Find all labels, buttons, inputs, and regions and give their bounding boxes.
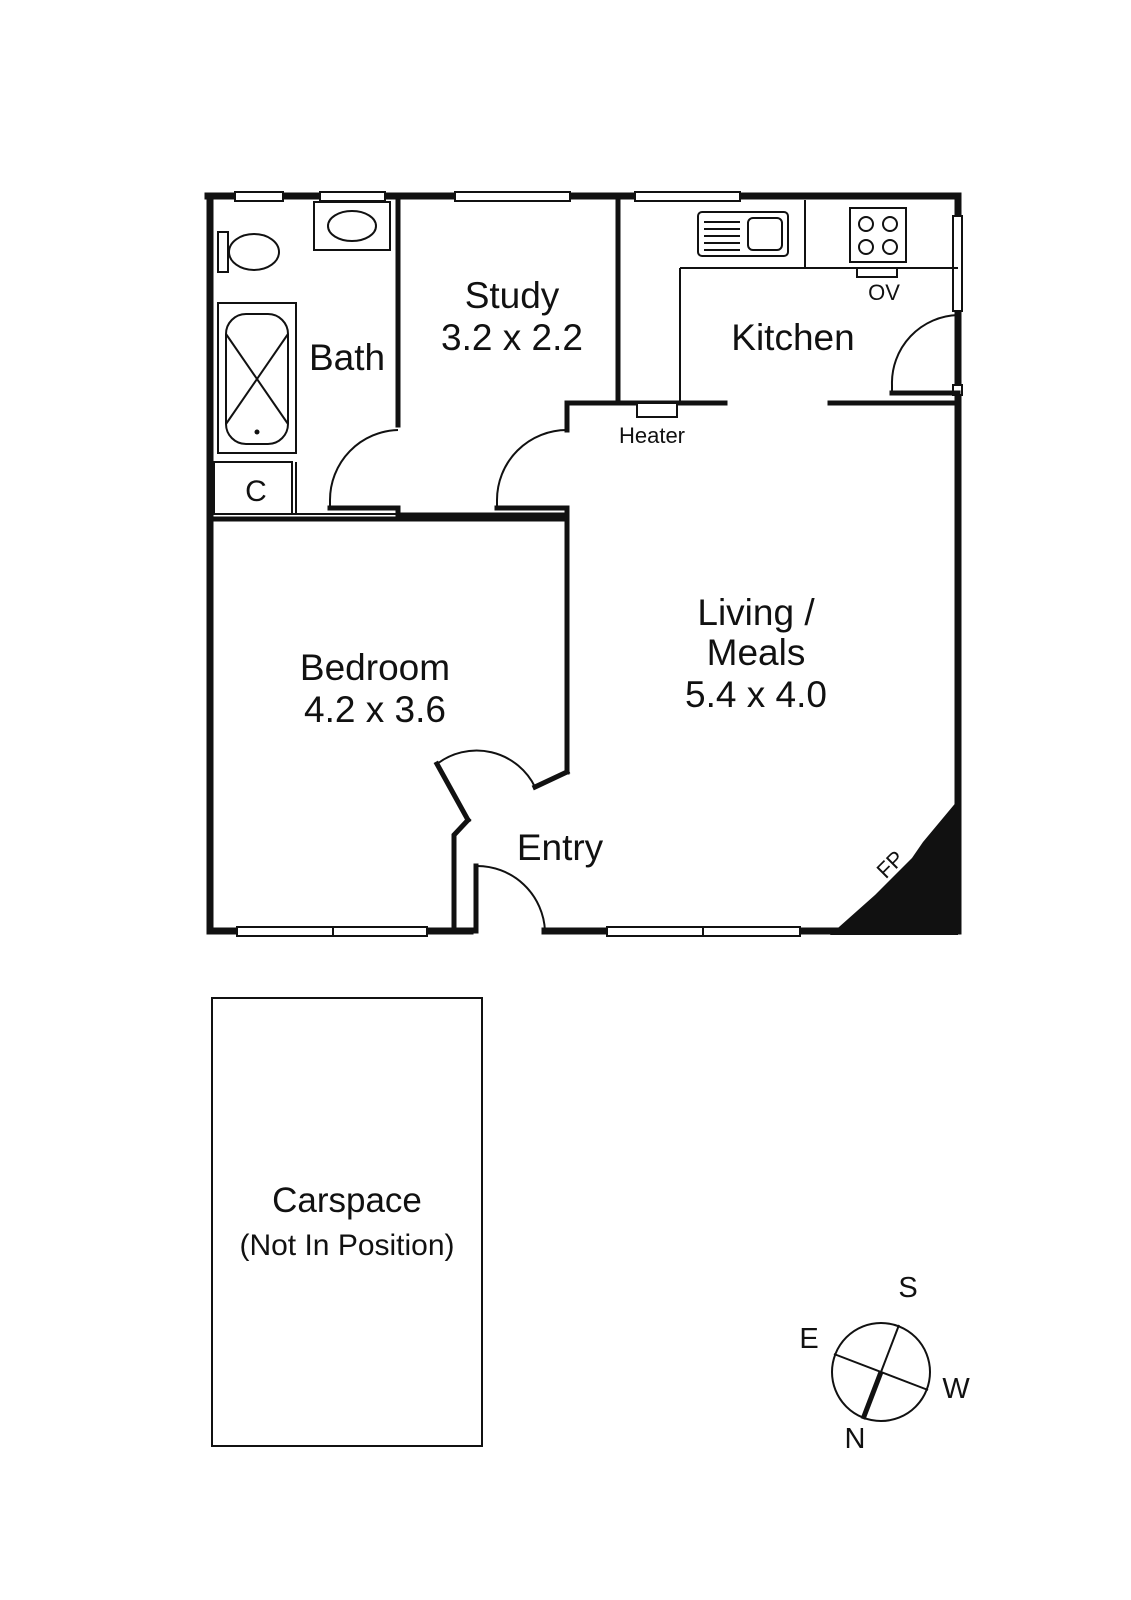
- compass-east-west-axis: [833, 1353, 929, 1391]
- doors: [327, 314, 961, 934]
- room-dims-living: 5.4 x 4.0: [685, 674, 827, 715]
- toilet-cistern: [217, 231, 229, 273]
- room-label-bath: Bath: [309, 337, 385, 378]
- compass-west-label: W: [942, 1373, 970, 1405]
- room-label-study: Study: [465, 275, 560, 316]
- room-label-living-line1: Living /: [697, 592, 815, 633]
- windows: [234, 191, 963, 937]
- oven: [856, 267, 898, 278]
- room-label-living-line2: Meals: [707, 632, 806, 673]
- room-labels: Bath Study 3.2 x 2.2 Kitchen Bedroom 4.2…: [245, 275, 909, 883]
- fireplace: [830, 800, 958, 935]
- basin-bowl: [327, 210, 377, 242]
- room-dims-study: 3.2 x 2.2: [441, 317, 583, 358]
- cooktop: [849, 207, 907, 263]
- heater-label: Heater: [619, 423, 685, 448]
- compass-east-label: E: [799, 1323, 818, 1355]
- compass-south-label: S: [898, 1272, 917, 1304]
- room-dims-bedroom: 4.2 x 3.6: [304, 689, 446, 730]
- compass-needle-south: [880, 1324, 900, 1373]
- carspace: Carspace (Not In Position): [211, 997, 483, 1447]
- carspace-label: Carspace: [272, 1181, 422, 1220]
- oven-label: OV: [868, 280, 900, 305]
- heater: [636, 402, 678, 418]
- compass-north-label: N: [845, 1423, 866, 1455]
- carspace-note: (Not In Position): [239, 1229, 454, 1262]
- compass: S E W N: [799, 1272, 970, 1455]
- interior-walls: [207, 197, 961, 934]
- room-label-kitchen: Kitchen: [731, 317, 854, 358]
- room-label-cupboard: C: [245, 475, 267, 508]
- room-label-entry: Entry: [517, 827, 604, 868]
- toilet-bowl: [228, 233, 280, 271]
- compass-needle-north: [860, 1371, 884, 1420]
- bath-fixtures: [217, 201, 391, 454]
- outer-walls: [204, 192, 962, 935]
- kitchen-fixtures: [636, 207, 907, 418]
- room-label-bedroom: Bedroom: [300, 647, 450, 688]
